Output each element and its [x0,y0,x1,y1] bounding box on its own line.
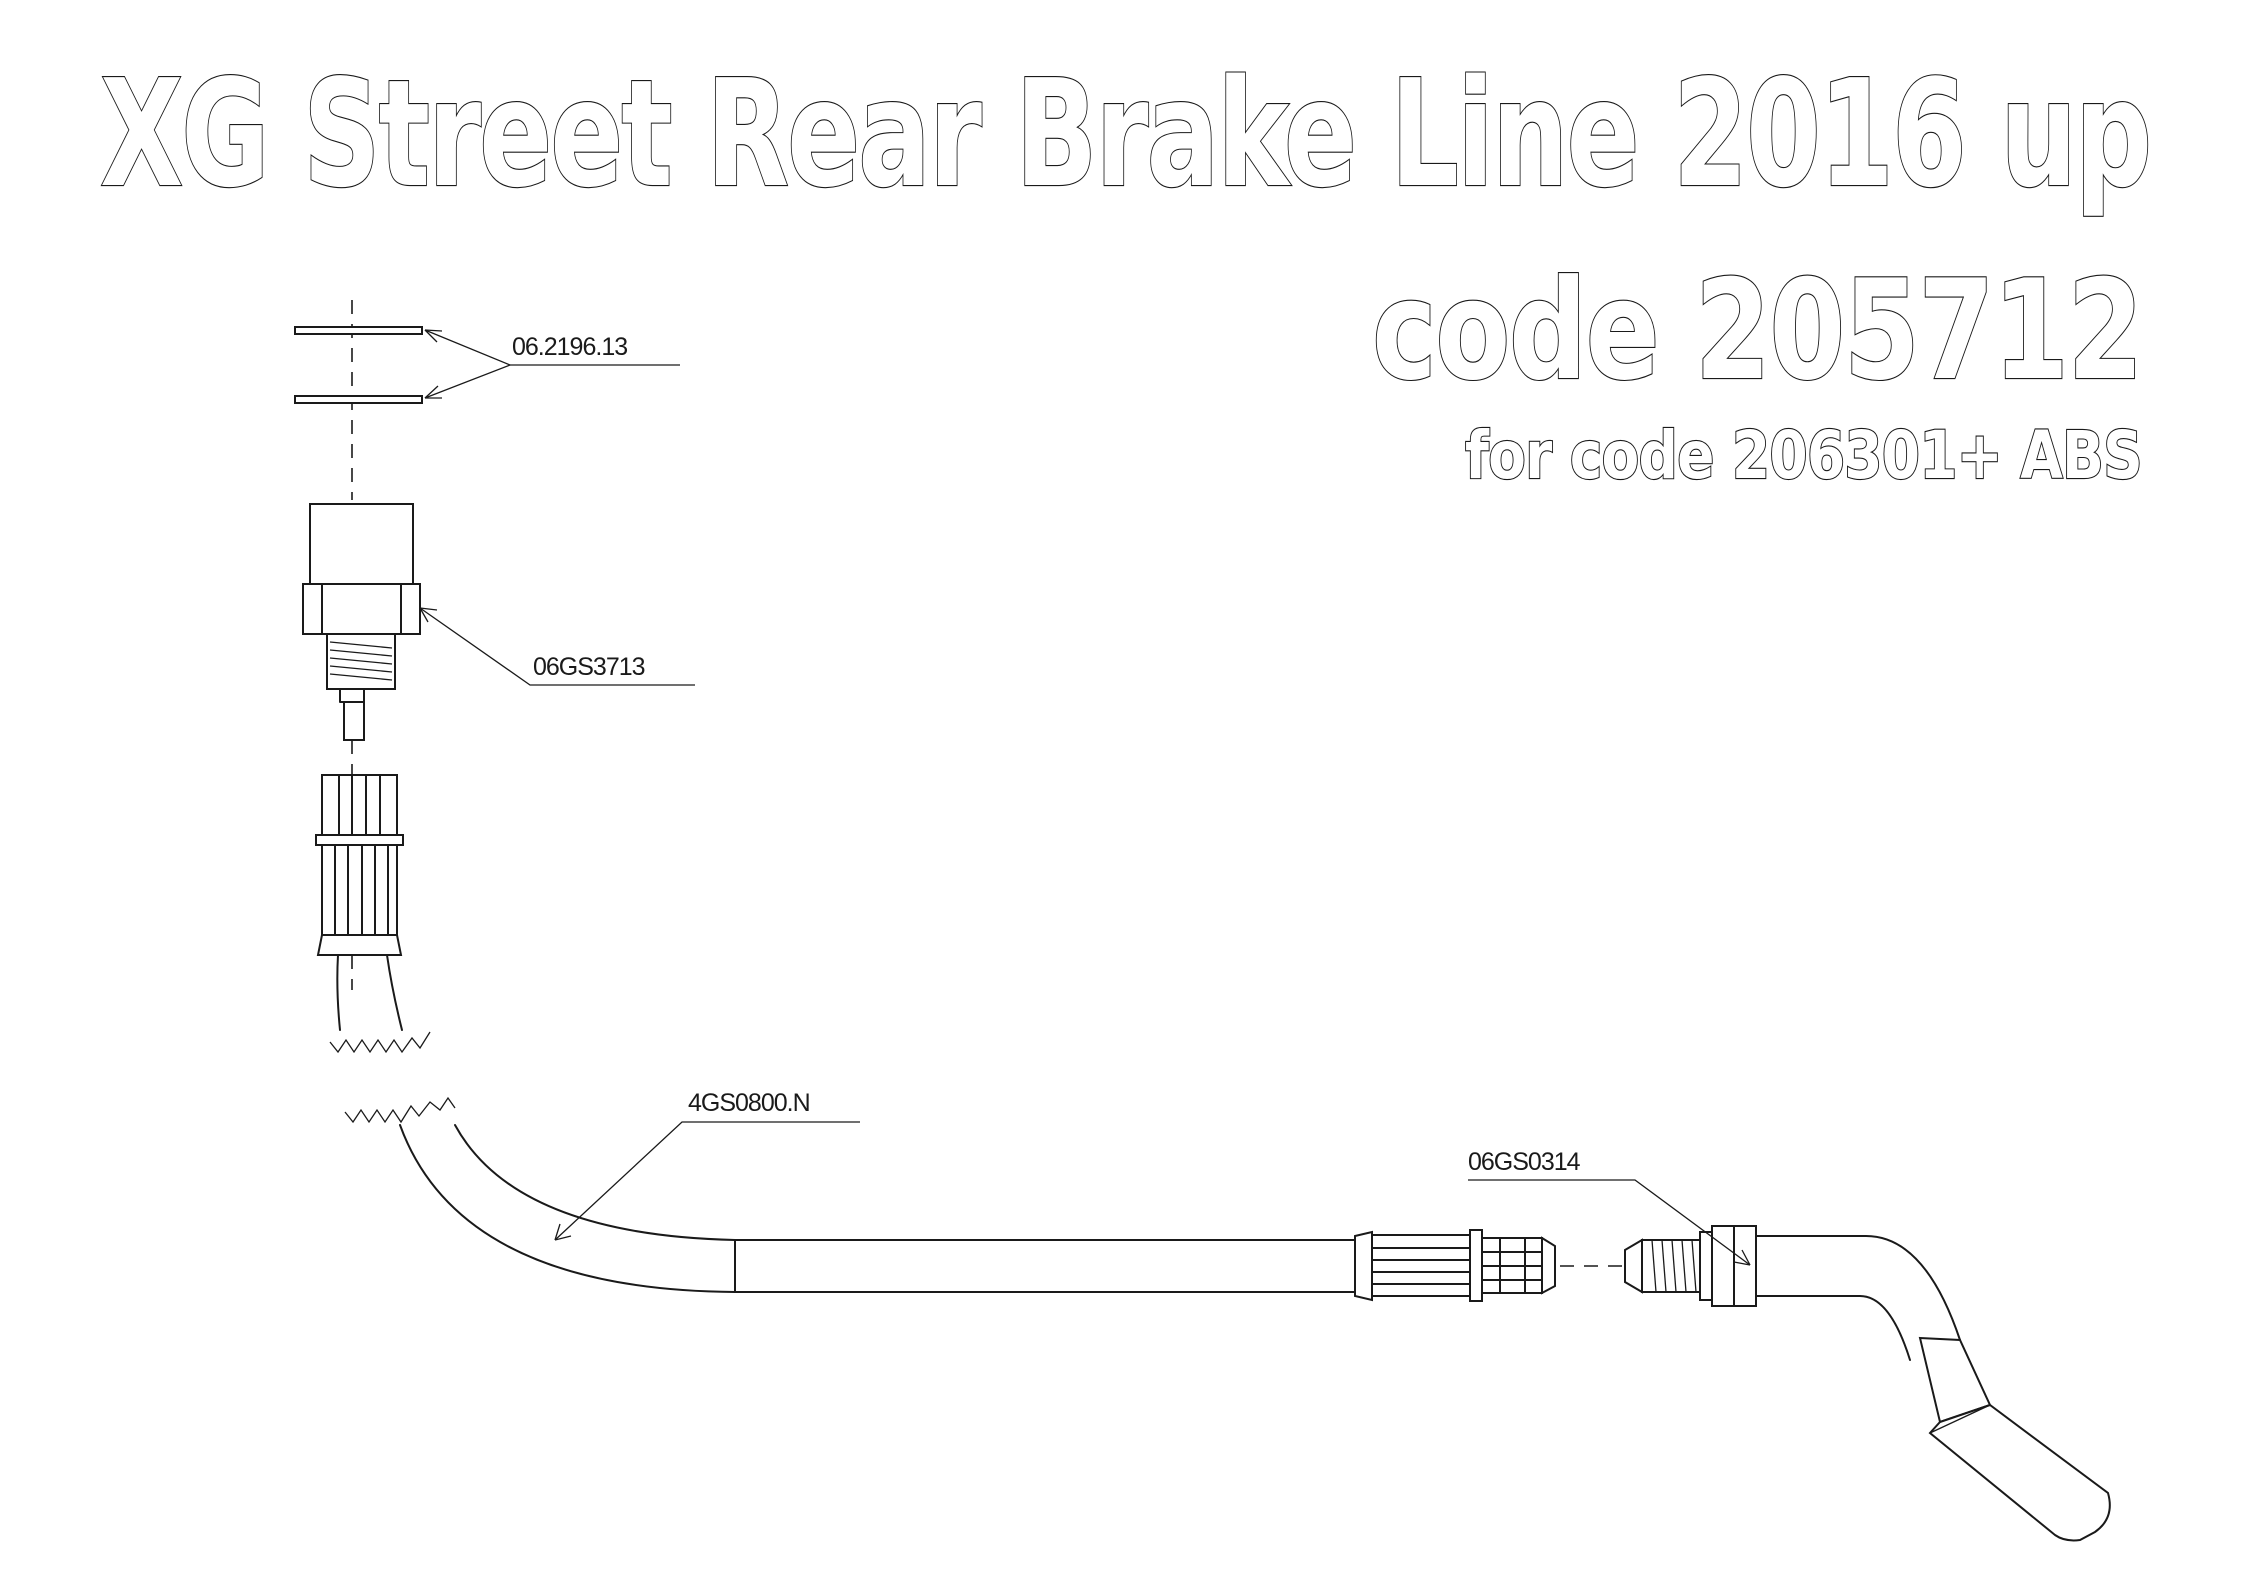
leader-washers [424,329,680,399]
washer-top [294,326,423,335]
brake-hose [399,1124,1356,1293]
part-label-banjo-bolt: 06GS3713 [533,653,645,681]
washer-group [294,326,423,404]
page-title: XG Street Rear Brake Line 2016 up [100,48,2150,220]
compatibility-note: for code 206301+ ABS [1465,417,2142,494]
hose-break-lower [344,1096,456,1124]
leader-hose [554,1121,860,1241]
lower-hose-nut [1354,1229,1556,1302]
leader-end-fitting [1468,1179,1751,1266]
washer-bottom [294,395,423,404]
banjo-bolt [302,503,421,741]
hose-break-upper [329,954,431,1054]
leader-banjo-bolt [419,607,695,686]
bolt-thread [329,641,393,681]
part-label-end-fitting: 06GS0314 [1468,1148,1581,1176]
upper-hose-nut [315,774,404,956]
part-label-hose: 4GS0800.N [688,1089,810,1117]
part-label-washers: 06.2196.13 [512,333,627,361]
end-fitting [1624,1225,2111,1542]
product-code: code 205712 [1372,250,2142,411]
